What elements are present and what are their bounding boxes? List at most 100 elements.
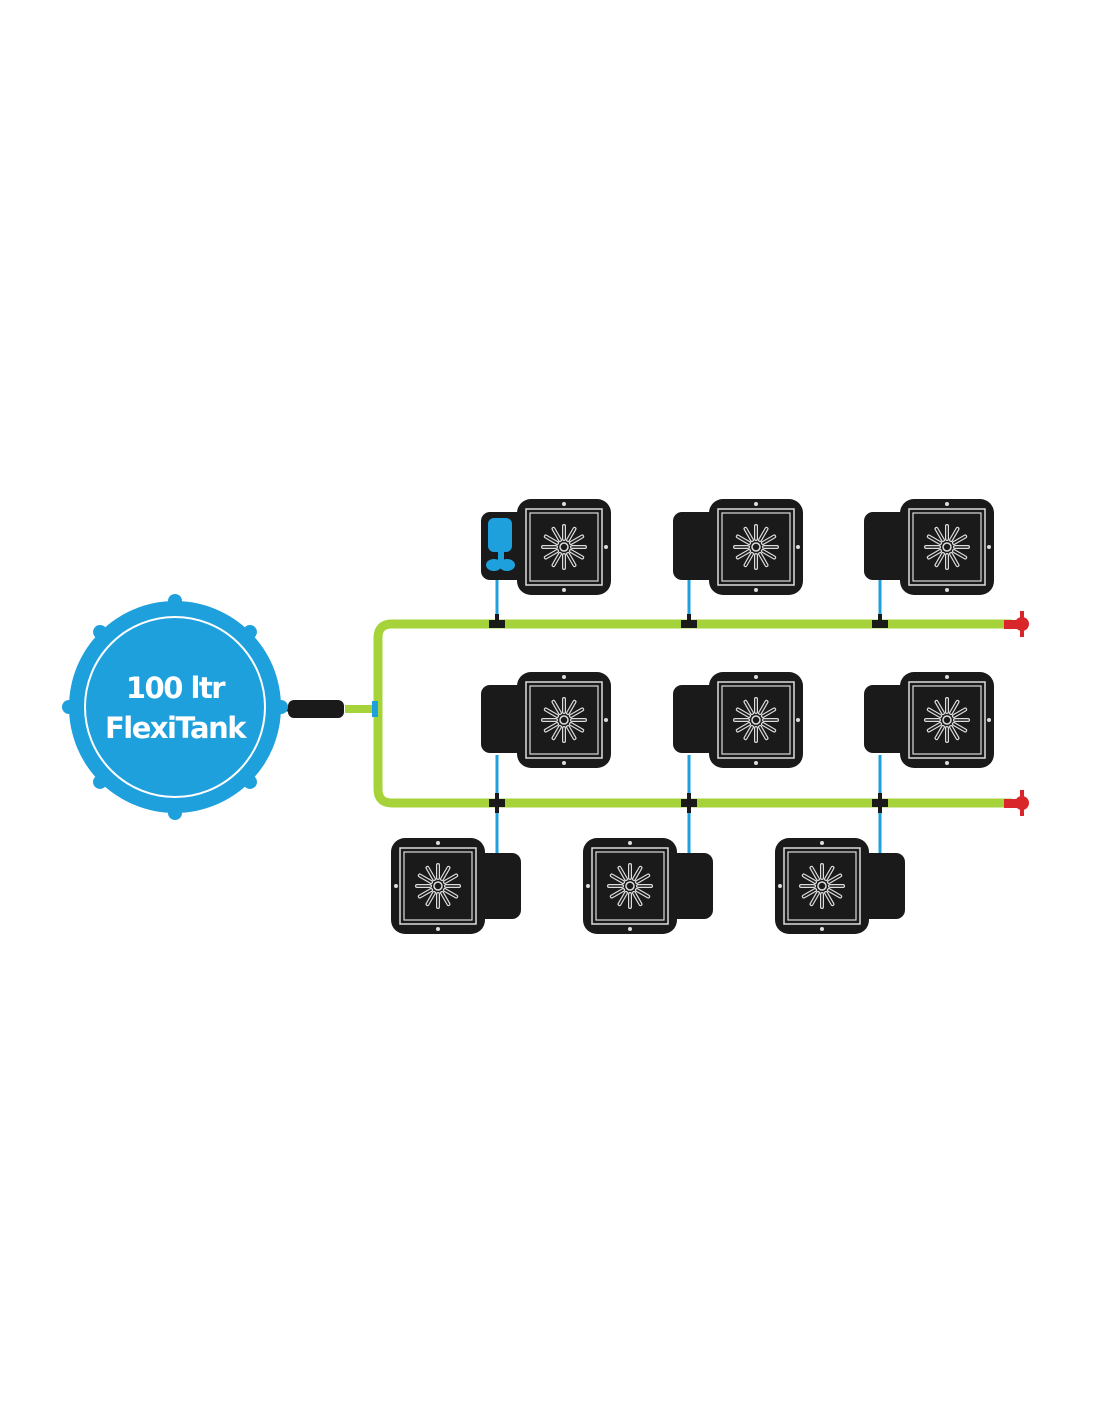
petal: [950, 528, 959, 541]
tank-connector: [288, 700, 344, 718]
pot-screw: [820, 927, 824, 931]
tee-connector-stem: [495, 614, 499, 624]
pot-screw: [754, 761, 758, 765]
valve-stem: [498, 551, 504, 563]
petal: [570, 723, 583, 732]
pot: [775, 838, 905, 934]
pot-center: [751, 715, 761, 725]
pot: [864, 499, 994, 595]
pot-screw: [436, 927, 440, 931]
petal: [762, 550, 775, 559]
petal: [825, 892, 834, 905]
flexitank: 100 ltr FlexiTank: [62, 594, 288, 820]
petal: [636, 889, 649, 898]
pot-screw: [394, 884, 398, 888]
petal: [633, 892, 642, 905]
pot-screw: [987, 545, 991, 549]
pot-screw: [754, 588, 758, 592]
petal: [950, 701, 959, 714]
supply-pipes: [278, 619, 1012, 808]
pot-rim: [783, 847, 861, 925]
petal: [545, 535, 558, 544]
petal: [928, 723, 941, 732]
petal: [935, 528, 944, 541]
pot-screw: [778, 884, 782, 888]
petal: [744, 553, 753, 566]
pot-screw: [604, 718, 608, 722]
pot-rim: [591, 847, 669, 925]
tank-ring: [84, 616, 266, 798]
petal: [953, 550, 966, 559]
pot-center: [751, 542, 761, 552]
petal: [810, 867, 819, 880]
pot-body: [900, 499, 994, 595]
petal: [744, 726, 753, 739]
petal: [928, 708, 941, 717]
pot-rim-inner: [403, 851, 473, 921]
petal: [567, 726, 576, 739]
petal: [825, 867, 834, 880]
pot-screw: [796, 718, 800, 722]
petal: [935, 553, 944, 566]
pot-body: [517, 672, 611, 768]
petal: [552, 528, 561, 541]
petal: [953, 535, 966, 544]
pot: [583, 838, 713, 934]
valve-body: [488, 518, 512, 552]
petal: [759, 528, 768, 541]
pot: [673, 499, 803, 595]
petal: [611, 889, 624, 898]
petal: [950, 553, 959, 566]
pot-rim: [908, 508, 986, 586]
petal: [419, 889, 432, 898]
petal: [633, 867, 642, 880]
petal: [567, 701, 576, 714]
petal: [744, 528, 753, 541]
petal: [803, 889, 816, 898]
tank-body: [69, 601, 281, 813]
petal: [803, 874, 816, 883]
tee-connector-stem: [687, 793, 691, 813]
pot-rim-inner: [529, 685, 599, 755]
petal: [737, 723, 750, 732]
petal: [828, 889, 841, 898]
pot-screw: [436, 841, 440, 845]
pot-body: [709, 499, 803, 595]
pot-center: [559, 542, 569, 552]
pot-screw: [562, 675, 566, 679]
pot-body: [517, 499, 611, 595]
petal: [545, 708, 558, 717]
pot-rim: [908, 681, 986, 759]
pot-center: [942, 542, 952, 552]
petal: [552, 726, 561, 739]
tee-connector-stem: [687, 614, 691, 624]
petal: [762, 723, 775, 732]
petal: [762, 535, 775, 544]
petal: [545, 550, 558, 559]
petal: [759, 553, 768, 566]
petal: [953, 723, 966, 732]
pot-rim: [717, 681, 795, 759]
pot-screw: [945, 761, 949, 765]
tee-fitting: [372, 701, 378, 717]
pot-screw: [754, 502, 758, 506]
pot-rim-inner: [912, 685, 982, 755]
pot-center: [817, 881, 827, 891]
pot-rim-inner: [721, 685, 791, 755]
end-stop-pin: [1020, 611, 1024, 637]
petal: [567, 528, 576, 541]
pot-screw: [586, 884, 590, 888]
pot-screw: [945, 675, 949, 679]
tee-connector-stem: [495, 793, 499, 813]
petal: [810, 892, 819, 905]
pot-screw: [562, 761, 566, 765]
pot-screw: [987, 718, 991, 722]
petal: [618, 867, 627, 880]
pot-screw: [562, 502, 566, 506]
petal: [744, 701, 753, 714]
petal: [426, 867, 435, 880]
pot: [481, 499, 611, 595]
pot-body: [775, 838, 869, 934]
pot-screw: [604, 545, 608, 549]
